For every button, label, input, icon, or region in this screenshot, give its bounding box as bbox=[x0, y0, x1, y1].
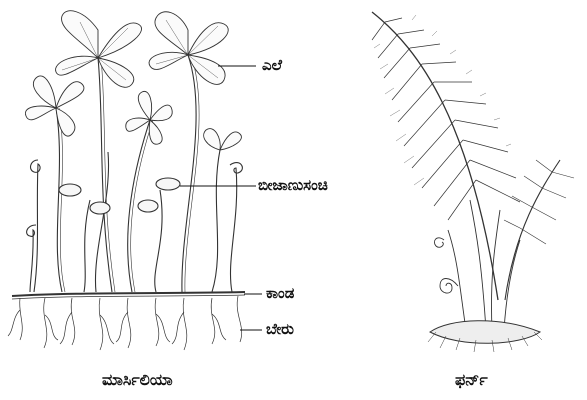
sporocarp bbox=[59, 184, 81, 196]
sporocarp bbox=[138, 200, 158, 212]
marsilea-leaf bbox=[25, 76, 84, 136]
label-root: ಬೇರು bbox=[266, 320, 294, 338]
label-stem: ಕಾಂಡ bbox=[266, 284, 294, 302]
marsilea-leaf bbox=[204, 129, 242, 150]
pinnae bbox=[372, 18, 520, 220]
caption-marsilea: ಮಾರ್ಸಿಲಿಯಾ bbox=[102, 370, 173, 390]
petiole bbox=[182, 55, 196, 292]
marsilea-leaf bbox=[149, 12, 228, 85]
caption-fern: ಫರ್ನ್ bbox=[455, 370, 488, 390]
marsilea-illustration bbox=[8, 11, 262, 350]
fern-illustration bbox=[372, 12, 574, 352]
base-clump bbox=[430, 321, 540, 344]
marsilea-leaf bbox=[56, 11, 142, 88]
sporocarp bbox=[156, 178, 180, 190]
roots bbox=[8, 296, 242, 350]
petiole bbox=[212, 150, 220, 292]
fiddlehead bbox=[440, 279, 458, 294]
label-sporocarp: ಬೀಜಾಣುಸಂಚಿ bbox=[258, 176, 328, 194]
marsilea-leaf bbox=[126, 91, 172, 144]
sporocarp bbox=[90, 202, 110, 214]
rachis bbox=[505, 160, 560, 300]
fiddlehead bbox=[434, 238, 444, 248]
label-leaf: ಎಲೆ bbox=[262, 56, 282, 74]
petiole bbox=[98, 58, 112, 292]
